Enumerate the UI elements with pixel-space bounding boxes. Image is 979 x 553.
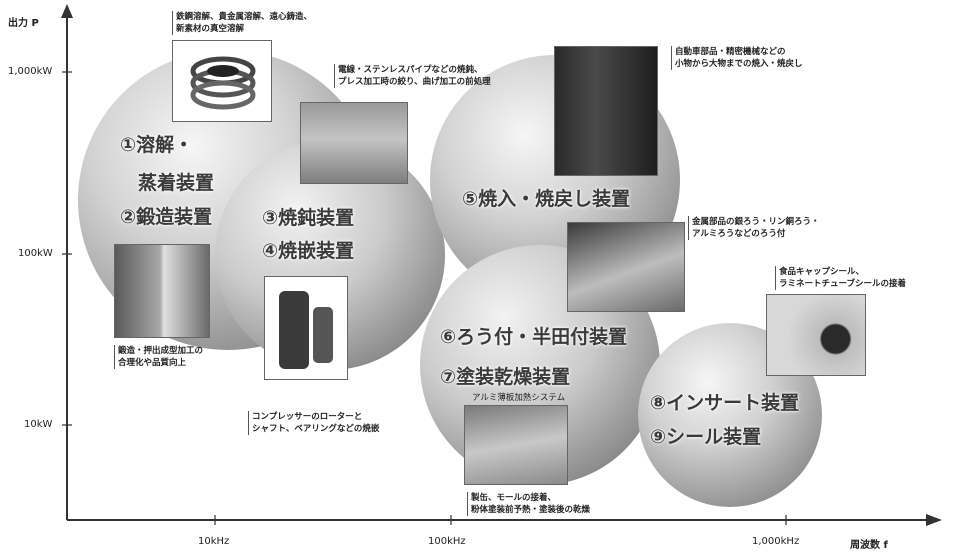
caption-aluminum-title: アルミ薄板加熱システム <box>472 393 566 403</box>
caption-food-seal: 食品キャップシール、 ラミネートチューブシールの接着 <box>775 266 906 290</box>
caption-line: 合理化や品質向上 <box>118 358 187 368</box>
caption-line: ラミネートチューブシールの接着 <box>779 279 906 289</box>
caption-auto-parts: 自動車部品・精密機械などの 小物から大物までの焼入・焼戻し <box>671 46 803 70</box>
label-insert: ⑧インサート装置 <box>650 392 800 414</box>
photo-aluminum-system <box>464 405 568 485</box>
caption-line: アルミろうなどのろう付 <box>692 229 786 239</box>
photo-brazing <box>567 222 685 312</box>
label-shrinkfit: ④焼嵌装置 <box>262 240 355 262</box>
caption-line: 小物から大物までの焼入・焼戻し <box>675 59 803 69</box>
caption-pipe: 電線・ステンレスパイプなどの焼鈍、 プレス加工時の絞り、曲げ加工の前処理 <box>334 64 491 88</box>
caption-forging: 鍛造・押出成型加工の 合理化や品質向上 <box>114 345 203 369</box>
y-tick-label-100: 100kW <box>18 248 53 259</box>
caption-line: 粉体塗装前予熱・塗装後の乾燥 <box>471 505 591 515</box>
compressor-icon <box>279 291 333 369</box>
label-drying: ⑦塗装乾燥装置 <box>440 366 571 388</box>
caption-line: 食品キャップシール、 <box>779 267 865 277</box>
y-axis-arrow-icon <box>61 4 73 18</box>
photo-compressor <box>264 276 348 380</box>
photo-food-seal <box>766 294 866 376</box>
label-seal: ⑨シール装置 <box>650 426 762 448</box>
caption-line: シャフト、ベアリングなどの焼嵌 <box>252 424 380 434</box>
label-deposition: 蒸着装置 <box>138 172 215 194</box>
caption-can-mold: 製缶、モールの接着、 粉体塗装前予熱・塗装後の乾燥 <box>467 492 590 516</box>
caption-line: 新素材の真空溶解 <box>176 24 245 34</box>
caption-line: 製缶、モールの接着、 <box>471 493 557 503</box>
photo-forging <box>114 244 210 338</box>
y-tick-label-10: 10kW <box>24 419 53 430</box>
x-axis-arrow-icon <box>926 514 942 526</box>
caption-line: 電線・ステンレスパイプなどの焼鈍、 <box>338 65 483 75</box>
caption-line: 自動車部品・精密機械などの <box>675 47 786 57</box>
caption-brazing: 金属部品の銀ろう・リン銅ろう・ アルミろうなどのろう付 <box>688 216 820 240</box>
x-tick-label-100: 100kHz <box>428 536 466 547</box>
label-annealing: ③焼鈍装置 <box>262 207 355 229</box>
label-brazing: ⑥ろう付・半田付装置 <box>440 326 628 348</box>
caption-line: 鉄鋼溶解、貴金属溶解、遠心鋳造、 <box>176 12 313 22</box>
label-melting: ①溶解・ <box>120 134 194 156</box>
caption-line: プレス加工時の絞り、曲げ加工の前処理 <box>338 77 491 87</box>
x-tick-label-1000: 1,000kHz <box>752 536 800 547</box>
label-hardening: ⑤焼入・焼戻し装置 <box>462 188 631 210</box>
x-tick-label-10: 10kHz <box>198 536 230 547</box>
caption-line: コンプレッサーのローターと <box>252 412 363 422</box>
coil-icon <box>190 56 256 110</box>
x-axis-label: 周波数 f <box>850 540 888 551</box>
caption-compressor: コンプレッサーのローターと シャフト、ベアリングなどの焼嵌 <box>248 411 379 435</box>
caption-melting: 鉄鋼溶解、貴金属溶解、遠心鋳造、 新素材の真空溶解 <box>172 11 312 35</box>
label-forging: ②鍛造装置 <box>120 206 213 228</box>
y-axis-label: 出力 P <box>8 18 39 29</box>
caption-line: 鍛造・押出成型加工の <box>118 346 204 356</box>
photo-pipe-annealing <box>300 102 408 184</box>
photo-induction-coil <box>172 40 272 122</box>
photo-hardening <box>554 46 658 176</box>
caption-line: 金属部品の銀ろう・リン銅ろう・ <box>692 217 820 227</box>
y-tick-label-1000: 1,000kW <box>8 66 53 77</box>
